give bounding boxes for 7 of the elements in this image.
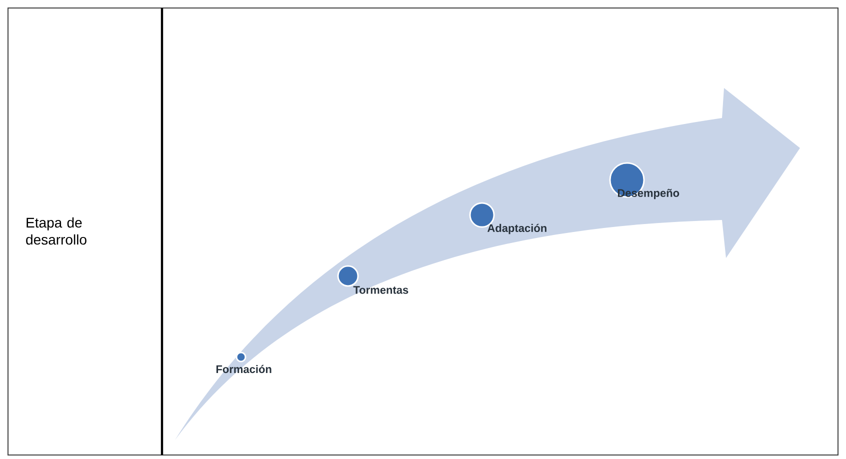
stage-dot <box>236 352 246 362</box>
stage-label: Desempeño <box>618 188 680 200</box>
row-label: Etapa de desarrollo <box>26 217 86 245</box>
stage-label: Formación <box>216 364 272 374</box>
stage-dot <box>337 265 359 287</box>
stage-label: Tormentas <box>353 286 408 294</box>
stage-label: Adaptación <box>487 224 546 234</box>
